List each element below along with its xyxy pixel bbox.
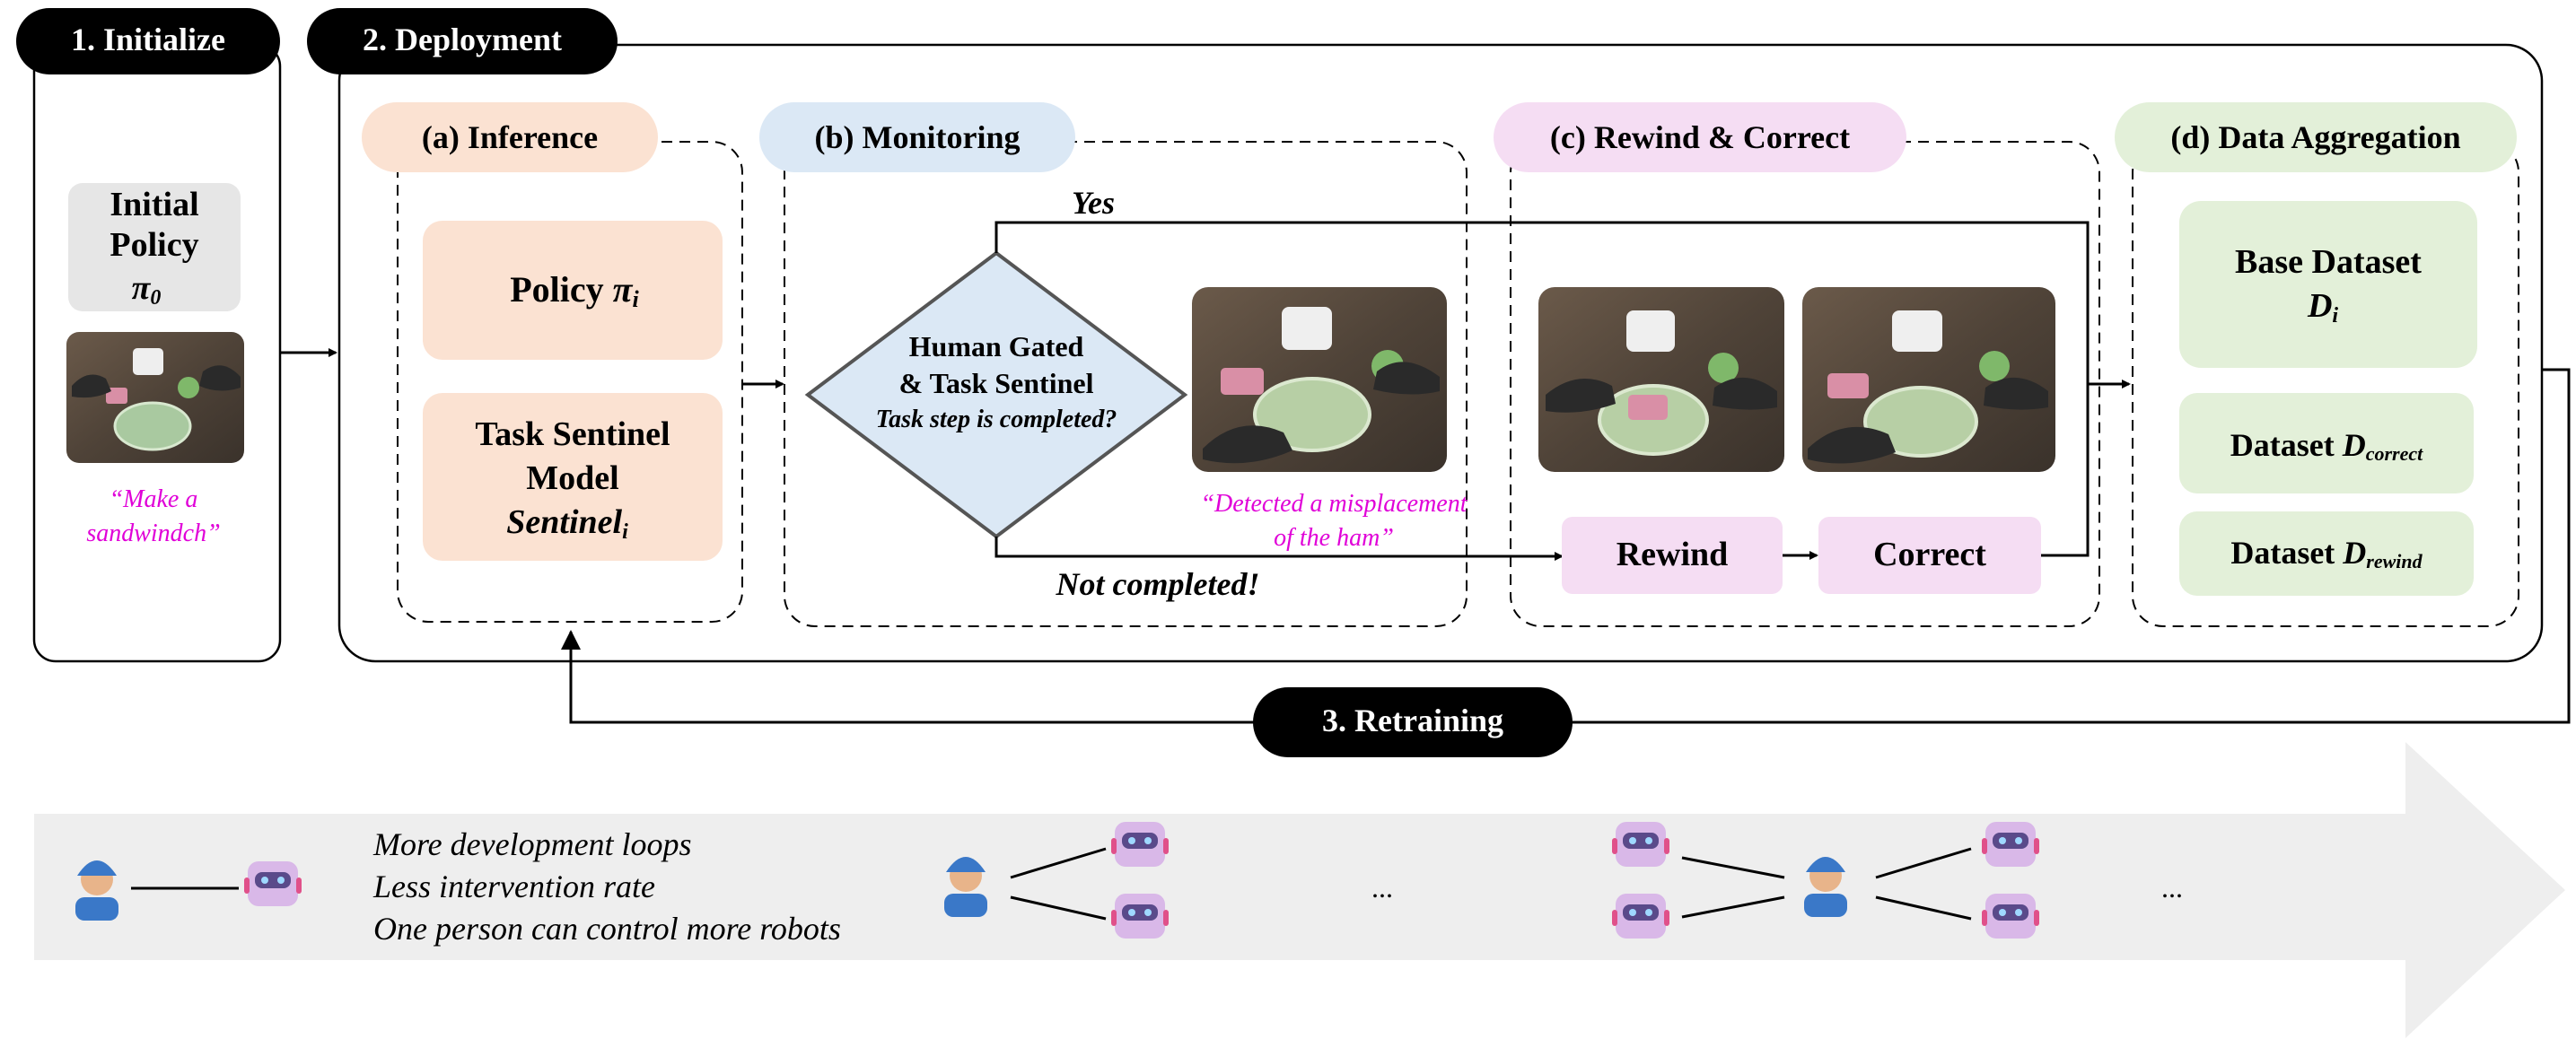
inference-title: (a) Inference bbox=[422, 119, 598, 155]
retraining-arrow bbox=[561, 368, 2571, 724]
initialize-stage: 1. Initialize Initial Policy π0 “Make a … bbox=[16, 8, 282, 663]
not-completed-path-arrow bbox=[994, 537, 1564, 561]
policy-label: Policy πi bbox=[510, 269, 639, 312]
correct-label: Correct bbox=[1873, 536, 1986, 573]
progress-line2: Less intervention rate bbox=[372, 869, 655, 904]
sentinel-name: Sentineli bbox=[506, 503, 628, 544]
progress-content: More development loops Less intervention… bbox=[75, 822, 2183, 947]
deployment-pill bbox=[307, 8, 618, 74]
data-aggregation-pill bbox=[2115, 102, 2517, 172]
rewind-correct-panel bbox=[1510, 141, 2100, 627]
task-sentinel-model-box bbox=[423, 393, 723, 561]
rewind-correct-title: (c) Rewind & Correct bbox=[1550, 119, 1850, 155]
link-3d bbox=[1875, 895, 1972, 921]
progress-band bbox=[34, 742, 2565, 1038]
link-2b bbox=[1010, 895, 1107, 921]
correct-scene-image bbox=[1802, 287, 2055, 472]
rewind-correct-pill bbox=[1494, 102, 1906, 172]
correct-button bbox=[1818, 517, 2041, 594]
link-3c bbox=[1875, 847, 1972, 879]
instruction-line1: “Make a bbox=[110, 485, 198, 513]
rewind-dataset-box bbox=[2179, 511, 2474, 596]
initialize-title: 1. Initialize bbox=[71, 22, 225, 57]
detection-line1: “Detected a misplacement bbox=[1200, 490, 1468, 518]
correct-dataset-label: Dataset Dcorrect bbox=[2230, 427, 2423, 465]
retraining-title: 3. Retraining bbox=[1322, 703, 1503, 738]
progress-line3: One person can control more robots bbox=[373, 911, 841, 947]
robot-icon-3 bbox=[1111, 894, 1169, 939]
robot-icon-4 bbox=[1612, 822, 1669, 867]
monitoring-title: (b) Monitoring bbox=[815, 119, 1021, 155]
yes-path-arrow bbox=[994, 221, 2131, 389]
robot-icon-2 bbox=[1111, 822, 1169, 867]
monitoring-scene-image bbox=[1192, 287, 1447, 472]
robot-icon-1 bbox=[244, 861, 302, 906]
ellipsis-1: ... bbox=[1371, 871, 1393, 904]
decision-line2: & Task Sentinel bbox=[899, 367, 1094, 399]
base-dataset-box bbox=[2179, 201, 2477, 368]
inference-pill bbox=[362, 102, 658, 172]
not-completed-label: Not completed! bbox=[1056, 566, 1260, 602]
decision-line1: Human Gated bbox=[909, 330, 1084, 362]
progress-arrow-shape bbox=[34, 742, 2565, 1038]
link-2a bbox=[1010, 847, 1107, 879]
deployment-frame bbox=[337, 43, 2544, 663]
deployment-title: 2. Deployment bbox=[363, 22, 562, 57]
operator-icon-2 bbox=[944, 857, 987, 917]
rewind-label: Rewind bbox=[1617, 536, 1729, 573]
link-3a bbox=[1681, 856, 1785, 879]
instruction-line2: sandwindch” bbox=[86, 520, 220, 547]
initial-policy-line1: Initial bbox=[110, 186, 198, 223]
robot-icon-6 bbox=[1982, 822, 2039, 867]
correct-to-aggregation-line bbox=[2041, 384, 2090, 557]
link-3b bbox=[1681, 895, 1785, 919]
rewind-scene-image bbox=[1538, 287, 1784, 472]
operator-icon-1 bbox=[75, 860, 118, 921]
base-dataset-symbol: Di bbox=[2307, 287, 2338, 327]
policy-box bbox=[423, 221, 723, 360]
ellipsis-2: ... bbox=[2161, 871, 2183, 904]
rewind-dataset-label: Dataset Drewind bbox=[2230, 535, 2423, 572]
initialize-pill bbox=[16, 8, 280, 74]
robot-icon-7 bbox=[1982, 894, 2039, 939]
monitoring-pill bbox=[759, 102, 1075, 172]
initial-policy-line2: Policy bbox=[110, 226, 198, 264]
retraining-loop: 3. Retraining bbox=[561, 368, 2571, 757]
rewind-button bbox=[1562, 517, 1783, 594]
deployment-stage: 2. Deployment (a) Inference Policy πi Ta… bbox=[307, 8, 2544, 663]
initial-policy-symbol: π0 bbox=[132, 269, 162, 310]
retraining-pill bbox=[1253, 687, 1573, 757]
correct-dataset-box bbox=[2179, 393, 2474, 493]
yes-label: Yes bbox=[1072, 185, 1115, 221]
inference-panel bbox=[397, 141, 743, 623]
robot-icon-5 bbox=[1612, 894, 1669, 939]
detection-line2: of the ham” bbox=[1274, 524, 1394, 552]
initial-policy-box bbox=[68, 183, 241, 311]
monitoring-panel bbox=[784, 141, 1468, 627]
sentinel-line2: Model bbox=[526, 459, 618, 497]
sentinel-line1: Task Sentinel bbox=[475, 415, 670, 453]
progress-line1: More development loops bbox=[372, 826, 692, 862]
operator-icon-3 bbox=[1804, 857, 1847, 917]
decision-question: Task step is completed? bbox=[876, 406, 1117, 433]
initial-scene-image bbox=[66, 332, 244, 463]
base-dataset-line1: Base Dataset bbox=[2235, 243, 2422, 281]
data-aggregation-title: (d) Data Aggregation bbox=[2170, 119, 2460, 155]
